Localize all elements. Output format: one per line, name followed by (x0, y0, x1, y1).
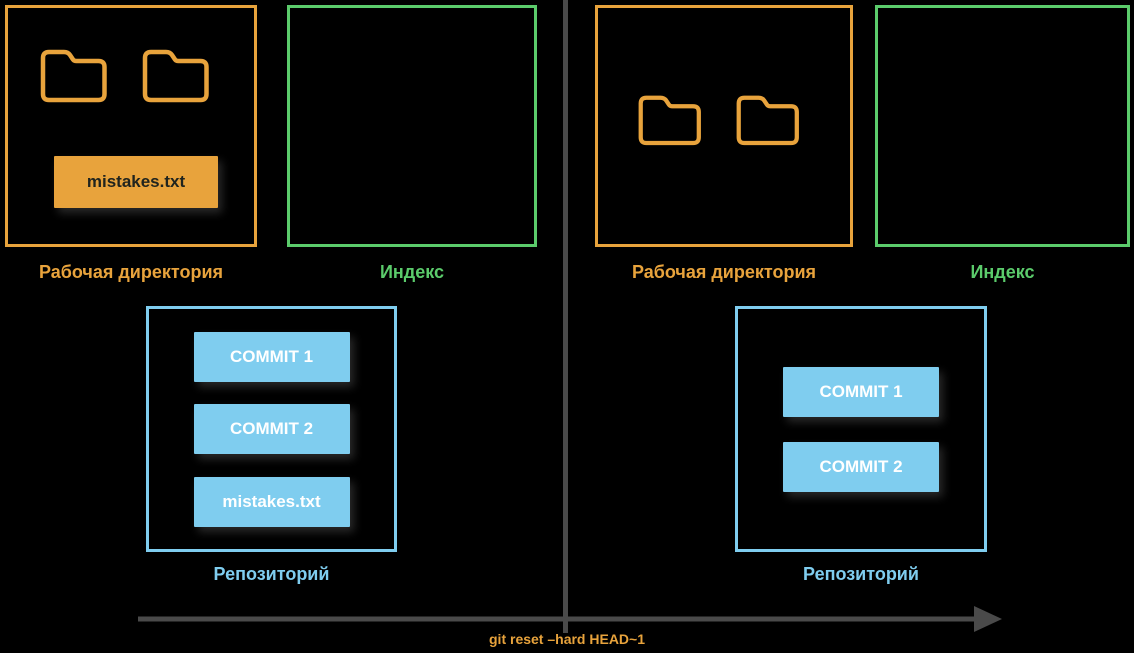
timeline-arrow (138, 606, 1002, 632)
left-repository-label: Репозиторий (213, 564, 330, 584)
left-working-directory-box: mistakes.txt (5, 5, 257, 247)
right-repository-box: COMMIT 1 COMMIT 2 (735, 306, 987, 552)
right-index-label: Индекс (970, 262, 1035, 282)
command-caption: git reset –hard HEAD~1 (489, 631, 645, 647)
commit-chip: COMMIT 2 (783, 441, 939, 492)
left-index-label: Индекс (379, 262, 445, 282)
commit-chip: COMMIT 2 (193, 404, 350, 454)
commit-chip: COMMIT 1 (783, 366, 939, 417)
folder-icons-row (636, 90, 802, 147)
right-repository-label: Репозиторий (803, 564, 919, 584)
file-chip-mistakes-repo: mistakes.txt (193, 476, 350, 527)
right-index-box (875, 5, 1130, 247)
folder-icon (734, 90, 802, 147)
folder-icon (140, 44, 212, 104)
panel-divider (563, 0, 568, 633)
left-index-box (287, 5, 537, 247)
right-working-directory-box (595, 5, 853, 247)
folder-icons-row (38, 44, 212, 104)
left-working-directory-label: Рабочая директория (38, 262, 224, 282)
folder-icon (38, 44, 110, 104)
file-chip-mistakes: mistakes.txt (54, 156, 218, 208)
commit-chip: COMMIT 1 (193, 331, 350, 382)
right-working-directory-label: Рабочая директория (631, 262, 817, 282)
left-repository-box: COMMIT 1 COMMIT 2 mistakes.txt (146, 306, 397, 552)
folder-icon (636, 90, 704, 147)
